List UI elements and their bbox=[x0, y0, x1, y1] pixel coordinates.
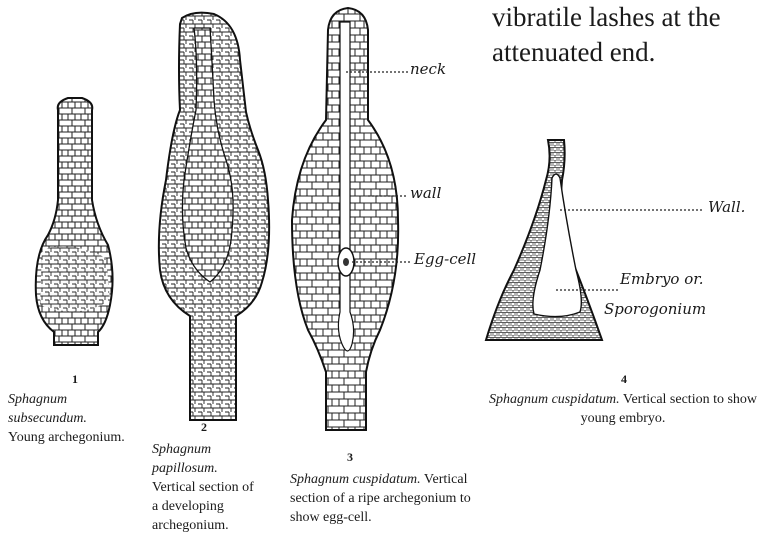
figure-4-species: Sphagnum cuspidatum. bbox=[489, 392, 620, 407]
figure-1-species: Sphagnum subsecundum. bbox=[8, 392, 87, 426]
figure-4-outline bbox=[486, 140, 602, 340]
figure-1-outline bbox=[36, 98, 113, 345]
figure-3-number: 3 bbox=[342, 450, 358, 465]
figure-2-description: Vertical section of a developing archego… bbox=[152, 480, 254, 533]
figure-3-label-wall: wall bbox=[410, 184, 441, 202]
figure-4-label-embryo: Embryo or. bbox=[620, 270, 704, 288]
figure-2-outline bbox=[180, 12, 252, 280]
figure-1-caption: Sphagnum subsecundum. Young archegonium. bbox=[8, 390, 126, 447]
figure-4-number: 4 bbox=[616, 372, 632, 387]
figure-4-label-sporogonium: Sporogonium bbox=[604, 300, 706, 318]
figure-3-caption: Sphagnum cuspidatum. Vertical section of… bbox=[290, 470, 490, 527]
figure-3-outline bbox=[292, 8, 398, 430]
figure-4-caption: Sphagnum cuspidatum. Vertical section to… bbox=[482, 390, 764, 428]
figure-2-species: Sphagnum papillosum. bbox=[152, 442, 218, 476]
figure-1-number: 1 bbox=[68, 372, 82, 387]
figure-2-caption: Sphagnum papillosum. Vertical section of… bbox=[152, 440, 256, 535]
body-text: vibratile lashes at the attenuated end. bbox=[492, 0, 766, 70]
figure-4-label-wall: Wall. bbox=[708, 198, 745, 216]
figure-1-description: Young archegonium. bbox=[8, 430, 125, 445]
figure-3-label-neck: neck bbox=[410, 60, 446, 78]
figure-3-label-egg-cell: Egg-cell bbox=[414, 250, 476, 268]
figure-2-number: 2 bbox=[196, 420, 212, 435]
figure-3-species: Sphagnum cuspidatum. bbox=[290, 472, 421, 487]
